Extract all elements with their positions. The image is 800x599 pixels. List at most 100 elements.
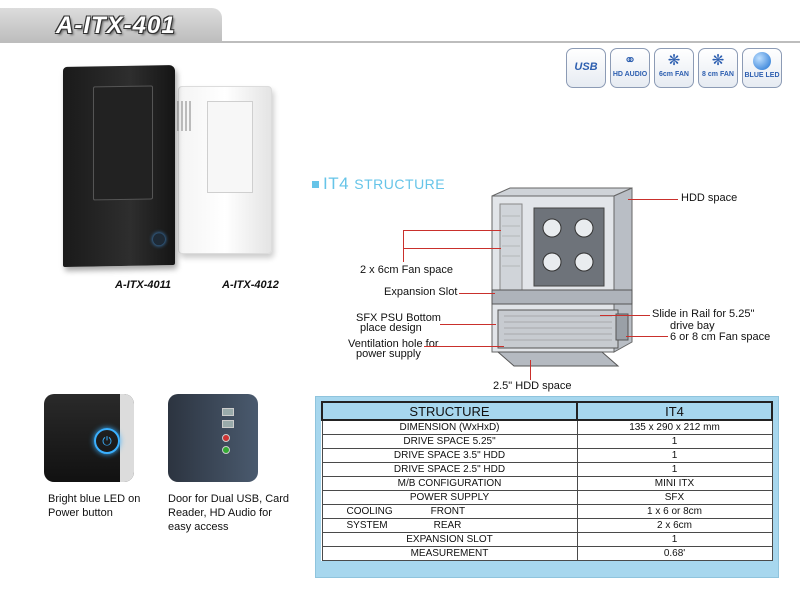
spec-value: 1 — [576, 448, 773, 463]
spec-header-structure: STRUCTURE — [321, 401, 578, 421]
spec-label-group: SYSTEM — [346, 520, 388, 531]
front-door-thumbnail — [168, 394, 258, 482]
thumbnail-caption-door: Door for Dual USB, Card Reader, HD Audio… — [168, 493, 290, 533]
spec-label-sub: REAR — [433, 520, 462, 531]
model-label-4011: A-ITX-4011 — [115, 279, 172, 291]
callout-vent-line2: power supply — [356, 348, 421, 360]
spec-value: 1 — [576, 532, 773, 547]
leader-line — [403, 230, 404, 262]
callout-hdd25-space: 2.5" HDD space — [493, 380, 572, 392]
audio-jack-icon — [222, 446, 230, 454]
spec-table: STRUCTURE IT4 DIMENSION (WxHxD) 135 x 29… — [321, 401, 773, 561]
spec-value: 1 x 6 or 8cm — [576, 504, 773, 519]
case-image-white — [177, 86, 272, 254]
callout-vent-line1: Ventilation hole for — [348, 338, 439, 350]
spec-label: DRIVE SPACE 5.25" — [321, 434, 578, 449]
usb-icon: USB — [574, 61, 598, 73]
spec-value: 1 — [576, 462, 773, 477]
power-icon: ⏻ — [94, 428, 120, 454]
feature-badge-usb: USB — [566, 48, 606, 88]
case-image-black — [63, 65, 175, 267]
callout-fan-8cm: 6 or 8 cm Fan space — [670, 331, 771, 343]
table-row: DRIVE SPACE 5.25" 1 — [321, 434, 773, 449]
callout-rail-line2: drive bay — [670, 320, 715, 332]
spec-value: MINI ITX — [576, 476, 773, 491]
table-row: POWER SUPPLY SFX — [321, 490, 773, 505]
usb-port-icon — [222, 420, 234, 428]
feature-badge-blue-led: BLUE LED — [742, 48, 782, 88]
leader-line — [424, 346, 504, 347]
table-row: COOLING FRONT 1 x 6 or 8cm — [321, 504, 773, 519]
feature-label-blue-led: BLUE LED — [744, 72, 780, 79]
table-row: DIMENSION (WxHxD) 135 x 290 x 212 mm — [321, 419, 773, 435]
leader-line — [530, 360, 531, 380]
leader-line — [600, 315, 650, 316]
callout-hdd-space: HDD space — [681, 192, 738, 204]
case-drive-bay — [207, 101, 253, 193]
leader-line — [440, 324, 496, 325]
fan-icon: ❋ — [667, 52, 681, 69]
chassis-frame-illustration — [491, 187, 633, 367]
spec-value: 1 — [576, 434, 773, 449]
spec-label-group: COOLING — [346, 506, 393, 517]
feature-badge-hd-audio: ⚭ HD AUDIO — [610, 48, 650, 88]
leader-line — [628, 199, 678, 200]
spec-label: SYSTEM REAR — [321, 518, 578, 533]
spec-label: DIMENSION (WxHxD) — [321, 419, 578, 435]
thumbnail-caption-led: Bright blue LED on Power button — [48, 493, 141, 519]
spec-label: COOLING FRONT — [321, 504, 578, 519]
spec-label: MEASUREMENT — [321, 546, 578, 561]
structure-heading-label: STRUCTURE — [354, 176, 446, 192]
spec-table-panel: STRUCTURE IT4 DIMENSION (WxHxD) 135 x 29… — [315, 396, 779, 578]
table-row: MEASUREMENT 0.68' — [321, 546, 773, 561]
feature-badge-6cm-fan: ❋ 6cm FAN — [654, 48, 694, 88]
spec-label: DRIVE SPACE 3.5" HDD — [321, 448, 578, 463]
feature-label-6cm-fan: 6cm FAN — [659, 71, 689, 78]
power-button-icon — [153, 233, 165, 246]
spec-label-sub: FRONT — [430, 506, 466, 517]
table-row: SYSTEM REAR 2 x 6cm — [321, 518, 773, 533]
blue-led-icon — [753, 52, 771, 70]
spec-table-header: STRUCTURE IT4 — [321, 401, 773, 421]
leader-line — [626, 336, 668, 337]
feature-label-8cm-fan: 8 cm FAN — [702, 71, 734, 78]
table-row: M/B CONFIGURATION MINI ITX — [321, 476, 773, 491]
spec-value: SFX — [576, 490, 773, 505]
table-row: DRIVE SPACE 3.5" HDD 1 — [321, 448, 773, 463]
case-drive-bay — [93, 85, 153, 201]
spec-value: 2 x 6cm — [576, 518, 773, 533]
headphones-icon: ⚭ — [623, 52, 637, 69]
model-label-4012: A-ITX-4012 — [222, 279, 279, 291]
spec-value: 0.68' — [576, 546, 773, 561]
leader-line — [403, 230, 501, 231]
table-row: DRIVE SPACE 2.5" HDD 1 — [321, 462, 773, 477]
fan-icon: ❋ — [711, 52, 725, 69]
header-divider — [0, 41, 800, 43]
callout-psu-line2: place design — [360, 322, 422, 334]
page-title: A-ITX-401 — [56, 12, 176, 39]
leader-line — [403, 248, 501, 249]
feature-badge-8cm-fan: ❋ 8 cm FAN — [698, 48, 738, 88]
table-row: EXPANSION SLOT 1 — [321, 532, 773, 547]
spec-value: 135 x 290 x 212 mm — [576, 419, 773, 435]
structure-heading: IT4 STRUCTURE — [312, 174, 445, 194]
spec-header-model: IT4 — [576, 401, 773, 421]
usb-port-icon — [222, 408, 234, 416]
structure-heading-model: IT4 — [323, 174, 350, 193]
case-vent — [177, 101, 193, 131]
audio-jack-icon — [222, 434, 230, 442]
spec-label: EXPANSION SLOT — [321, 532, 578, 547]
callout-psu-line1: SFX PSU Bottom — [356, 312, 441, 324]
callout-rail-line1: Slide in Rail for 5.25" — [652, 308, 755, 320]
heading-bullet-icon — [312, 181, 319, 189]
case-edge — [120, 394, 134, 482]
callout-expansion-slot: Expansion Slot — [384, 286, 458, 298]
spec-label: DRIVE SPACE 2.5" HDD — [321, 462, 578, 477]
feature-label-hd-audio: HD AUDIO — [612, 71, 648, 78]
spec-label: M/B CONFIGURATION — [321, 476, 578, 491]
title-tab — [0, 8, 222, 42]
power-button-thumbnail: ⏻ — [44, 394, 134, 482]
callout-fan-space: 2 x 6cm Fan space — [360, 264, 453, 276]
spec-label: POWER SUPPLY — [321, 490, 578, 505]
leader-line — [459, 293, 495, 294]
